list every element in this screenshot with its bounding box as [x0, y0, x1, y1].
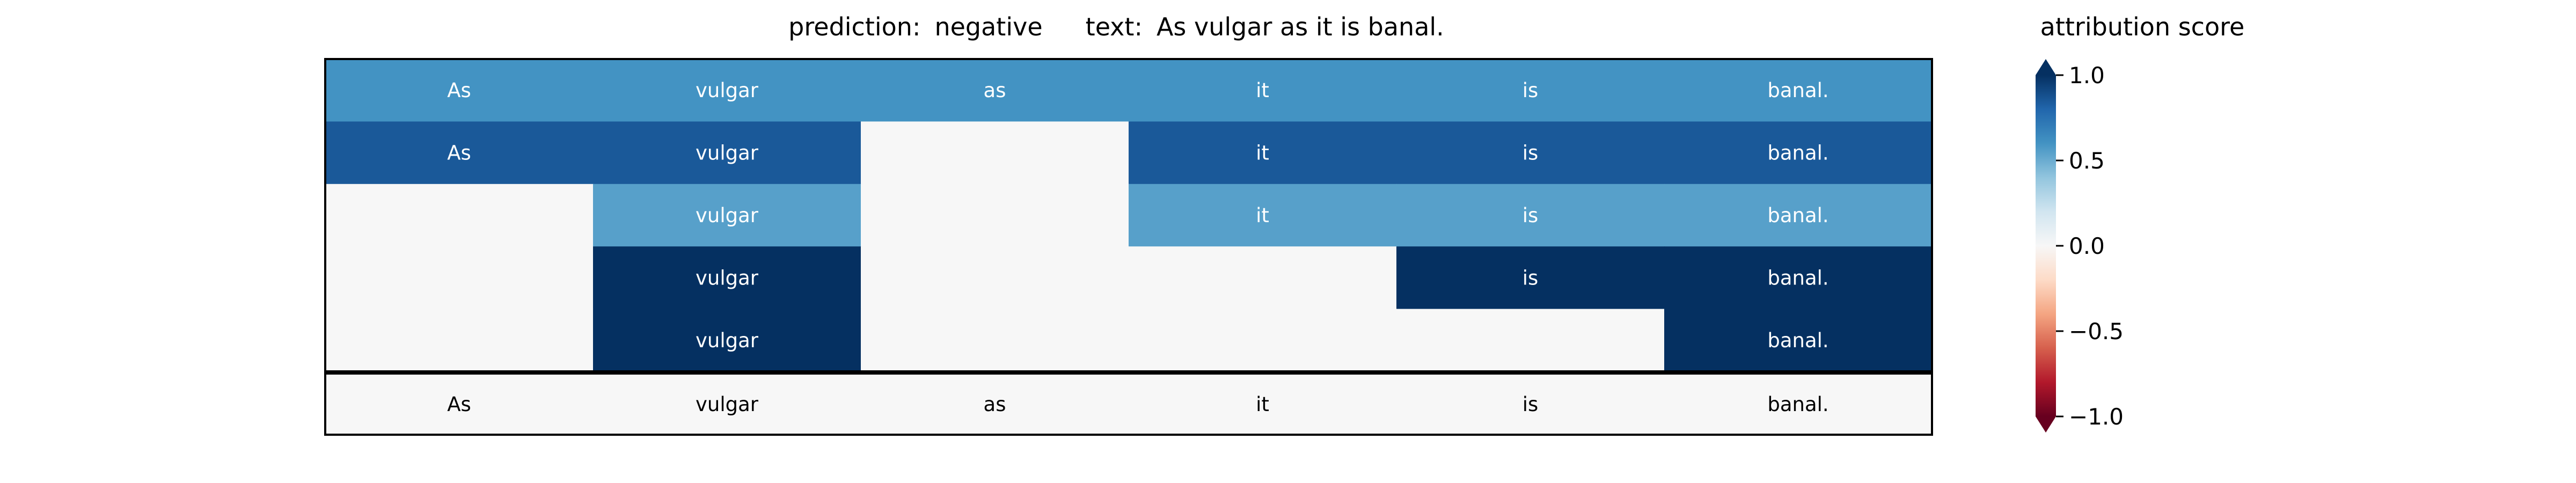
token-cell [1129, 374, 1397, 435]
cell-token-label: is [1523, 142, 1539, 165]
heatmap-cell [1664, 309, 1933, 372]
cell-token-label: it [1256, 204, 1269, 227]
cell-token-label: it [1256, 79, 1269, 102]
heatmap-cell [1396, 121, 1665, 185]
cell-token-label: As [447, 79, 471, 102]
cell-token-label: banal. [1767, 329, 1828, 352]
heatmap-cell [1396, 309, 1665, 372]
heatmap-cell [1664, 184, 1933, 247]
heatmap-cell [1396, 59, 1665, 122]
cell-token-label: vulgar [696, 79, 759, 102]
heatmap-cell [593, 121, 861, 185]
cell-token-label: vulgar [696, 142, 759, 165]
colorbar-extend-max [2036, 59, 2056, 75]
cell-token-label: banal. [1767, 79, 1828, 102]
heatmap-frame [324, 58, 1933, 372]
token-label: As [447, 393, 471, 416]
colorbar-tick-label: 1.0 [2069, 62, 2105, 89]
heatmap-cell [1396, 184, 1665, 247]
token-label: banal. [1767, 393, 1828, 416]
cell-token-label: vulgar [696, 266, 759, 289]
heatmap-cell [1129, 309, 1397, 372]
heatmap-cell [1664, 121, 1933, 185]
cell-token-label: is [1523, 266, 1539, 289]
text-value: As vulgar as it is banal. [1157, 12, 1444, 41]
prediction-value: negative [934, 12, 1042, 41]
heatmap-cell [593, 309, 861, 372]
token-cell [325, 374, 594, 435]
colorbar-gradient [2036, 75, 2056, 416]
heatmap-cell [325, 246, 594, 310]
heatmap-cell [861, 309, 1129, 372]
cell-token-label: vulgar [696, 329, 759, 352]
token-label: as [984, 393, 1006, 416]
cell-token-label: is [1523, 204, 1539, 227]
heatmap-cell [593, 246, 861, 310]
token-cell [1396, 374, 1665, 435]
heatmap-cell [325, 121, 594, 185]
token-row: As vulgar as it is banal. [324, 372, 1933, 436]
colorbar-extend-min [2036, 416, 2056, 433]
heatmap-cell [861, 184, 1129, 247]
cell-token-label: vulgar [696, 204, 759, 227]
colorbar-tick-label: −1.0 [2069, 404, 2124, 430]
cell-token-label: banal. [1767, 266, 1828, 289]
cell-token-label: As [447, 142, 471, 165]
token-row-frame [324, 372, 1933, 436]
heatmap-cell [861, 59, 1129, 122]
token-label: vulgar [696, 393, 759, 416]
heatmap-cell [593, 184, 861, 247]
colorbar-tick-label: 0.5 [2069, 148, 2105, 174]
heatmap-cell [593, 59, 861, 122]
heatmap-cell [325, 309, 594, 372]
token-cell [593, 374, 861, 435]
colorbar-title: attribution score [2040, 12, 2245, 41]
token-cell [1664, 374, 1933, 435]
heatmap-cell [1664, 59, 1933, 122]
colorbar-tick-label: 0.0 [2069, 233, 2105, 259]
heatmap-cell [1396, 246, 1665, 310]
heatmap-cell [1129, 184, 1397, 247]
token-label: is [1523, 393, 1539, 416]
cell-token-label: as [984, 79, 1006, 102]
cell-token-label: it [1256, 142, 1269, 165]
heatmap-cell [861, 246, 1129, 310]
token-cell [861, 374, 1129, 435]
heatmap-cell [1129, 59, 1397, 122]
cell-token-label: banal. [1767, 204, 1828, 227]
text-label: text: [1086, 12, 1143, 41]
heatmap-grid: As vulgar as it is banal. As vulgar it is banal. vu… [324, 58, 1933, 372]
cell-token-label: is [1523, 79, 1539, 102]
colorbar: 1.0 0.5 0.0 −0.5 −1.0 [2036, 59, 2124, 433]
heatmap-cell [1129, 121, 1397, 185]
heatmap-cell [325, 59, 594, 122]
heatmap-cell [1129, 246, 1397, 310]
token-label: it [1256, 393, 1269, 416]
cell-token-label: banal. [1767, 142, 1828, 165]
heatmap-cell [325, 184, 594, 247]
prediction-label: prediction: [788, 12, 920, 41]
chart-title: prediction: negative text: As vulgar as it … [788, 12, 1444, 41]
heatmap-cell [1664, 246, 1933, 310]
heatmap-cell [861, 121, 1129, 185]
colorbar-tick-label: −0.5 [2069, 318, 2124, 345]
